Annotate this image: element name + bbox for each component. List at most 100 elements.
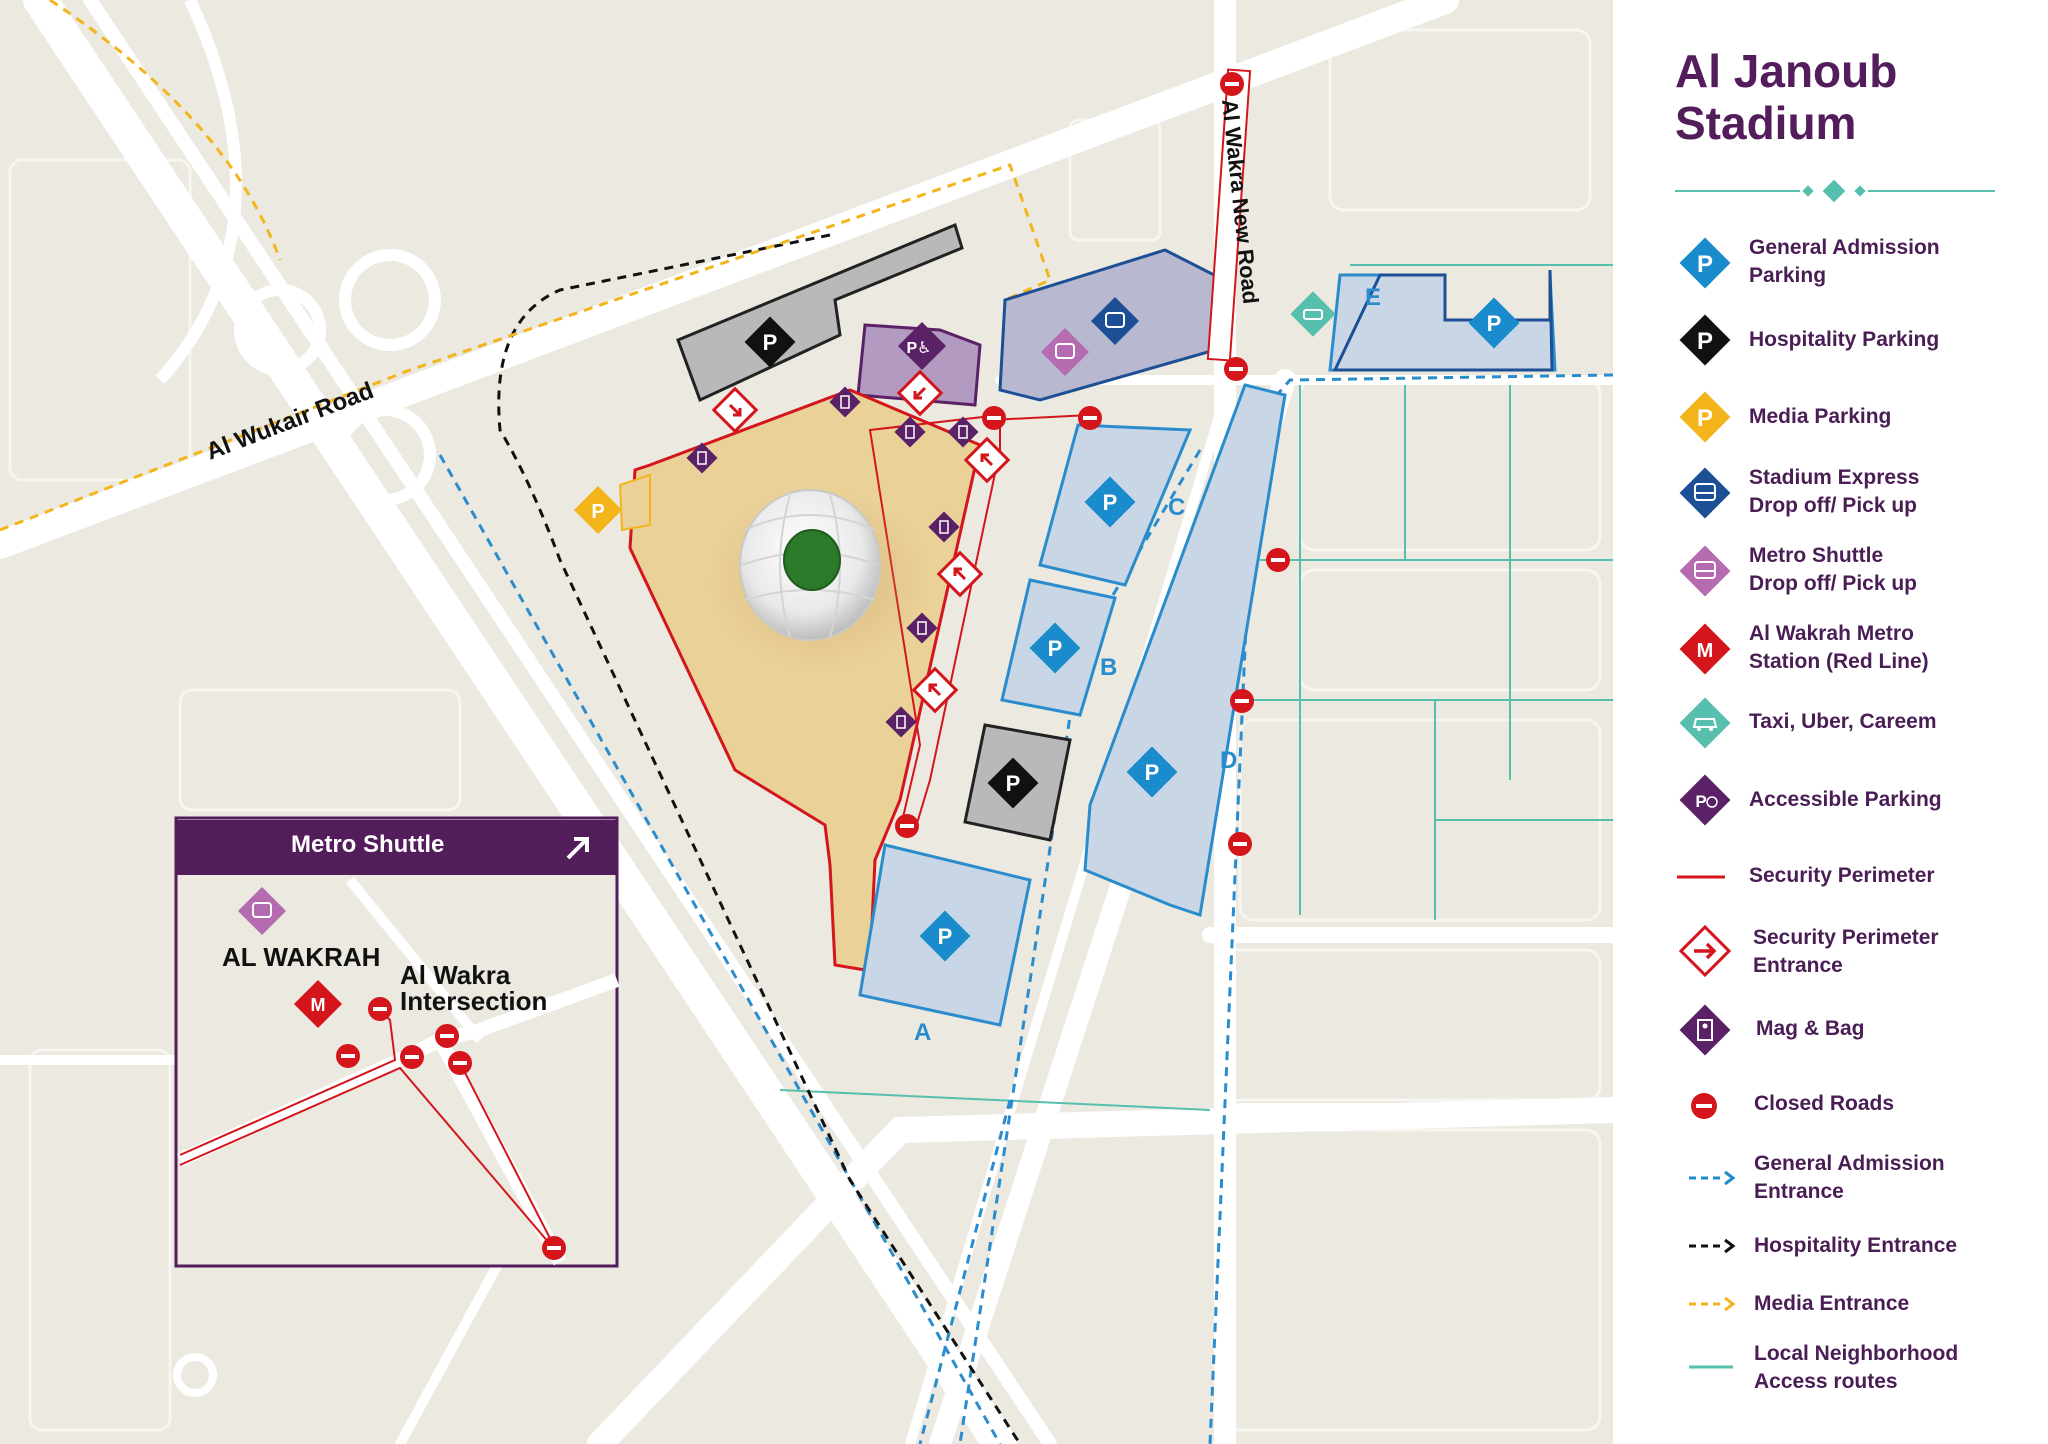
general-admission-routes (438, 373, 1613, 1444)
title-divider (1675, 180, 1995, 202)
legend-item-general-entrance: General Admission Entrance (1613, 1148, 2048, 1208)
perimeter-north-edge (989, 414, 1091, 421)
media-entrance-route (0, 163, 1052, 532)
hospitality-lot-north (676, 222, 964, 403)
security-entrance-markers (711, 369, 1011, 714)
svg-text:P: P (1697, 251, 1713, 278)
legend-item-taxi: Taxi, Uber, Careem (1613, 693, 2048, 749)
general-parking-icon: P (1084, 476, 1136, 528)
inset-intersection-label-2: Intersection (400, 986, 547, 1016)
inset-al-wakrah-label: AL WAKRAH (222, 942, 380, 972)
legend-label: Metro Shuttle Drop off/ Pick up (1749, 544, 1917, 595)
media-parking-icon: P (1679, 391, 1731, 443)
legend-item-general-admission-parking: P General Admission Parking (1613, 232, 2048, 292)
media-parking-icon: P (573, 485, 623, 535)
stadium-building (739, 489, 881, 641)
security-perimeter-line-icon (1677, 875, 1725, 879)
mag-and-bag-icon (1679, 1004, 1731, 1056)
legend-label: General Admission Entrance (1754, 1152, 1945, 1203)
legend-item-metro-shuttle: Metro Shuttle Drop off/ Pick up (1613, 540, 2048, 600)
legend-label: Security Perimeter Entrance (1753, 926, 1939, 977)
svg-text:P: P (1048, 636, 1063, 661)
inset-title: Metro Shuttle (291, 831, 445, 858)
accessible-parking-icon: P♿ (897, 321, 947, 371)
svg-text:P: P (1103, 490, 1118, 515)
legend-item-closed-roads: Closed Roads (1613, 1085, 2048, 1125)
legend-label: Local Neighborhood Access routes (1754, 1342, 1959, 1393)
hospitality-parking-icon: P (987, 757, 1039, 809)
hospitality-entrance-arrow-icon (1689, 1238, 1736, 1254)
neighborhood-access-routes (779, 264, 1613, 1111)
media-lot (618, 473, 651, 532)
inset-intersection-label-1: Al Wakra (400, 960, 511, 990)
legend-label: Media Parking (1749, 405, 1892, 428)
legend-label: Stadium Express Drop off/ Pick up (1749, 466, 1920, 517)
taxi-icon (1679, 697, 1731, 749)
legend-label: Mag & Bag (1756, 1017, 1865, 1040)
zone-label-b: B (1100, 654, 1117, 681)
svg-text:P: P (1697, 405, 1713, 432)
stadium-express-bus-icon (1679, 467, 1731, 519)
closed-road-markers (895, 72, 1290, 856)
general-parking-icon: P (1679, 237, 1731, 289)
inset-metro-shuttle-bus-icon (237, 886, 287, 936)
legend-label: Accessible Parking (1749, 788, 1942, 811)
metro-shuttle-inset: M AL WAKRAH Al Wakra Intersection (174, 816, 620, 1268)
metro-station-icon: M (1679, 623, 1731, 675)
arrow-up-right-icon (566, 837, 589, 860)
legend-item-security-perimeter: Security Perimeter (1613, 858, 2048, 894)
svg-text:P: P (1145, 760, 1160, 785)
legend-item-hospitality-parking: P Hospitality Parking (1613, 312, 2048, 368)
svg-text:P: P (1695, 792, 1706, 811)
stadium-map: Al Wukair Road Al Wakra New Road A B C D… (0, 0, 1613, 1444)
legend-label: Closed Roads (1754, 1092, 1895, 1115)
interchange-loops (155, 0, 441, 1397)
general-parking-icon: P (1029, 622, 1081, 674)
hospitality-parking-icon: P (744, 316, 796, 368)
security-entrance-icon (1678, 924, 1732, 978)
svg-text:P: P (938, 924, 953, 949)
closed-road-icon (1691, 1093, 1717, 1119)
neighborhood-route-line-icon (1689, 1365, 1733, 1369)
legend-panel: Al Janoub Stadium P General Admission Pa… (1613, 0, 2048, 1444)
inset-metro-station-icon: M (293, 979, 343, 1029)
hospitality-parking-markers: P P (744, 316, 1039, 809)
legend-item-media-parking: P Media Parking (1613, 387, 2048, 443)
legend-item-accessible-parking: P Accessible Parking (1613, 770, 2048, 826)
svg-text:P♿: P♿ (906, 340, 931, 357)
svg-text:P: P (1697, 328, 1713, 355)
legend-label: Al Wakrah Metro Station (Red Line) (1749, 622, 1929, 673)
legend-label: Hospitality Entrance (1754, 1234, 1958, 1257)
legend-item-metro-station: M Al Wakrah Metro Station (Red Line) (1613, 618, 2048, 678)
zone-label-e: E (1365, 284, 1381, 311)
legend-label: Taxi, Uber, Careem (1749, 710, 1937, 733)
legend-item-hospitality-entrance: Hospitality Entrance (1613, 1226, 2048, 1262)
legend-title: Al Janoub Stadium (1675, 45, 1898, 149)
legend-label: Media Entrance (1754, 1292, 1910, 1315)
svg-text:P: P (763, 330, 778, 355)
svg-text:P: P (1006, 771, 1021, 796)
legend-item-mag-and-bag: Mag & Bag (1613, 1000, 2048, 1056)
zone-label-a: A (914, 1019, 931, 1046)
svg-text:M: M (1697, 640, 1714, 662)
legend-label: Security Perimeter (1749, 864, 1935, 887)
legend-label: General Admission Parking (1749, 236, 1940, 287)
metro-shuttle-bus-icon (1679, 545, 1731, 597)
lot-d (1083, 383, 1287, 917)
legend-item-security-entrance: Security Perimeter Entrance (1613, 920, 2048, 980)
svg-text:P: P (1487, 311, 1502, 336)
general-parking-icon: P (1468, 297, 1520, 349)
hospitality-parking-icon: P (1679, 314, 1731, 366)
legend-item-neighborhood-routes: Local Neighborhood Access routes (1613, 1338, 2048, 1398)
svg-text:P: P (591, 501, 604, 523)
hospitality-entrance-route (497, 233, 1022, 1444)
media-entrance-route-north (49, 0, 282, 261)
general-parking-icon: P (919, 910, 971, 962)
legend-item-media-entrance: Media Entrance (1613, 1284, 2048, 1320)
general-parking-markers: P P P P P (919, 297, 1520, 962)
legend-item-stadium-express: Stadium Express Drop off/ Pick up (1613, 462, 2048, 522)
lot-e-outline (1332, 269, 1554, 372)
zone-label-c: C (1168, 494, 1185, 521)
legend-label: Hospitality Parking (1749, 328, 1940, 351)
